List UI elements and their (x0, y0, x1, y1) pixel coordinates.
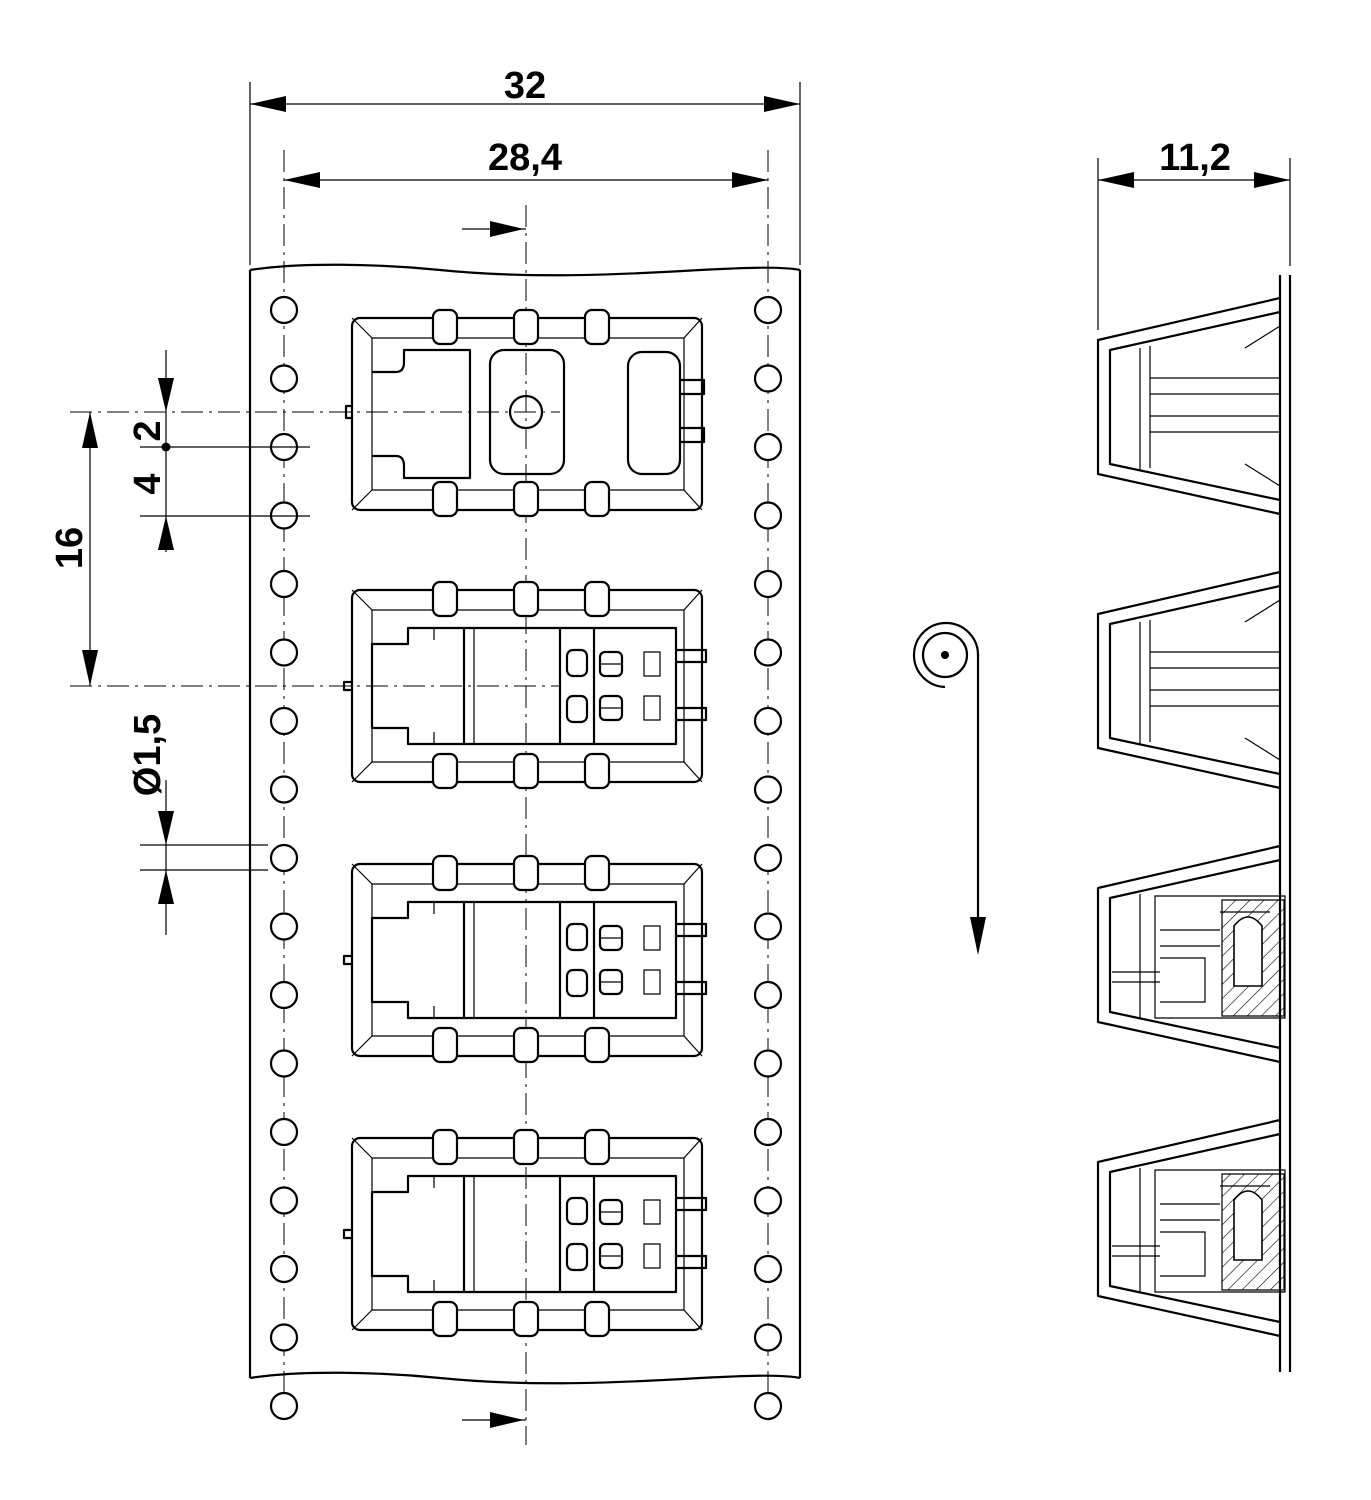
sprocket-hole (753, 1186, 783, 1215)
centre-pointer-top (462, 221, 526, 237)
connector-section (1139, 599, 1281, 761)
sprocket-hole (753, 569, 783, 599)
pocket-filled (342, 854, 708, 1064)
dimension-label: 4 (127, 473, 169, 494)
sprocket-hole (753, 432, 783, 462)
sprocket-hole (269, 295, 299, 325)
sprocket-hole (269, 638, 299, 667)
sprocket-hole (753, 501, 783, 530)
sprocket-hole (269, 1049, 299, 1078)
dimension-label: Ø1,5 (127, 714, 169, 796)
carrier-tape (248, 263, 802, 1385)
pocket-side-profile (1096, 1118, 1281, 1338)
dimension-hole-diameter: Ø1,5 (127, 714, 268, 935)
contact-spring (1233, 916, 1263, 987)
sprocket-holes (269, 295, 783, 1421)
dimension-hole-span: 28,4 (284, 137, 768, 188)
sprocket-hole (753, 912, 783, 941)
sprocket-hole (269, 569, 299, 599)
side-view (1096, 275, 1292, 1372)
dimension-tape-width: 32 (249, 65, 801, 265)
centre-lines (70, 150, 769, 1445)
sprocket-hole (753, 1254, 783, 1284)
sprocket-hole (753, 843, 783, 873)
connector-section (1139, 325, 1281, 487)
sprocket-hole (269, 364, 299, 393)
sprocket-hole (753, 638, 783, 667)
sprocket-hole (269, 706, 299, 736)
sprocket-hole (753, 775, 783, 804)
sprocket-hole (269, 1117, 299, 1147)
sprocket-hole (753, 1391, 783, 1421)
dimension-side-height: 11,2 (1097, 137, 1291, 330)
dimension-label: 28,4 (488, 137, 562, 179)
contact-spring (1233, 1190, 1263, 1261)
pocket-empty (344, 308, 706, 518)
sprocket-hole (269, 1323, 299, 1352)
sprocket-hole (753, 364, 783, 393)
sprocket-hole (269, 1186, 299, 1215)
dimension-label: 16 (49, 527, 91, 569)
pocket-filled (342, 580, 708, 790)
centre-pointer-bottom (462, 1412, 526, 1428)
pocket-side-profile (1096, 844, 1281, 1064)
sprocket-hole (269, 980, 299, 1010)
pocket-filled (342, 1128, 708, 1338)
sprocket-hole (753, 1323, 783, 1352)
dimension-hole-offset: 2 4 (127, 350, 310, 552)
dimension-pocket-pitch: 16 (49, 412, 98, 686)
sprocket-hole (753, 1049, 783, 1078)
sprocket-hole (269, 843, 299, 873)
sprocket-hole (753, 706, 783, 736)
sprocket-hole (269, 775, 299, 804)
sprocket-hole (753, 980, 783, 1010)
pocket-side-profile (1096, 296, 1281, 516)
sprocket-hole (269, 912, 299, 941)
sprocket-hole (753, 1117, 783, 1147)
dimension-label: 2 (127, 420, 169, 441)
sprocket-hole (753, 295, 783, 325)
sprocket-hole (269, 1254, 299, 1284)
dimension-label: 32 (504, 65, 546, 107)
reel-direction-icon (912, 621, 986, 955)
pocket-side-profile (1096, 570, 1281, 790)
sprocket-hole (269, 1391, 299, 1421)
dimension-label: 11,2 (1159, 137, 1231, 179)
